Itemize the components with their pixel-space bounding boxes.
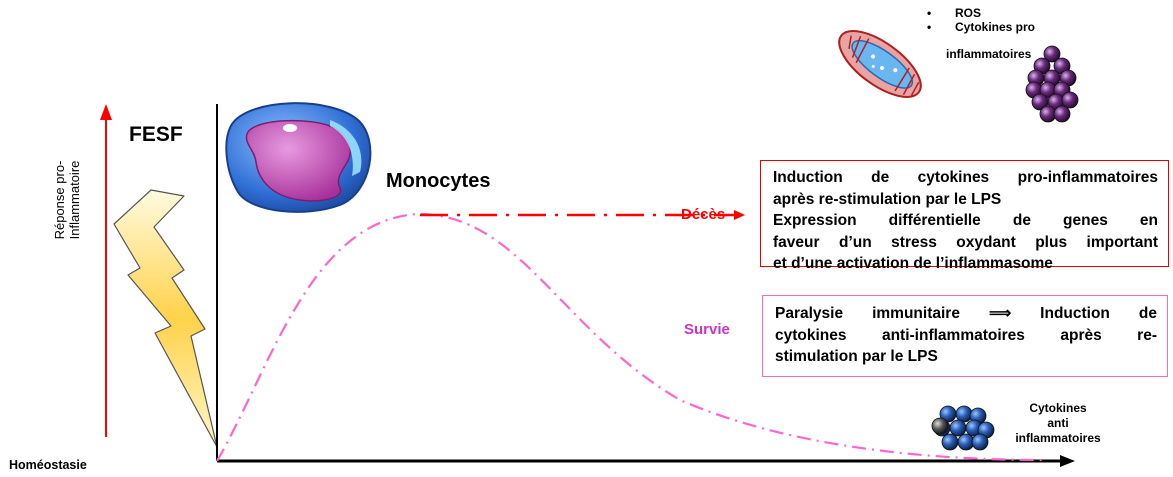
survie-box: Paralysie immunitaire ⟹ Induction de cyt… <box>762 295 1168 377</box>
y-axis-label: Réponse pro- Inflammatoire <box>52 160 82 240</box>
survie-curve <box>216 212 1046 462</box>
cytokine-ball <box>971 433 989 451</box>
survie-line-3: stimulation par le LPS <box>775 348 938 365</box>
cytokine-ball <box>1053 105 1071 123</box>
monocytes-label: Monocytes <box>386 170 491 192</box>
mitochondrion-icon <box>838 30 922 98</box>
deces-label: Décès <box>681 206 726 223</box>
deces-line-1: Induction de cytokines pro-inflammatoire… <box>773 169 1158 186</box>
deces-line-4: faveur d’un stress oxydant plus importan… <box>773 233 1158 251</box>
monocyte-cell-icon <box>225 102 372 213</box>
y-axis-arrow <box>100 104 112 437</box>
cytokine-ball <box>955 405 973 423</box>
ros-item-continuation: inflammatoires <box>946 47 1032 61</box>
homeostasis-label: Homéostasie <box>9 458 87 472</box>
anti-cytokine-cluster-icon <box>931 405 995 451</box>
cytokine-ball <box>957 433 975 451</box>
ros-item: ROS <box>927 6 1035 20</box>
cytokine-ball <box>1061 91 1079 109</box>
deces-line-3: Expression différentielle de genes en <box>773 212 1158 229</box>
time-axis <box>217 455 1075 467</box>
deces-line-2: après re-stimulation par le LPS <box>773 190 1002 208</box>
pro-cytokine-cluster-icon <box>1025 45 1079 123</box>
cytokine-ball <box>931 417 949 435</box>
fesf-label: FESF <box>129 123 183 146</box>
cytokine-ball <box>1039 105 1057 123</box>
deces-box: Induction de cytokines pro-inflammatoire… <box>760 160 1169 272</box>
ros-list: ROS Cytokines pro <box>927 6 1035 34</box>
survie-label: Survie <box>684 321 730 338</box>
survie-line-1: Paralysie immunitaire ⟹ Induction de <box>775 305 1157 322</box>
lightning-bolt-icon <box>113 189 218 448</box>
survie-line-2: cytokines anti-inflammatoires après re- <box>775 326 1157 344</box>
anti-cytokines-label: Cytokines anti inflammatoires <box>1015 401 1101 445</box>
cytokine-ball <box>1043 45 1061 63</box>
ros-item: Cytokines pro <box>927 20 1035 34</box>
deces-line-5: et d’une activation de l’inflammasome <box>773 255 1053 272</box>
cytokine-ball <box>949 419 967 437</box>
cytokine-ball <box>941 433 959 451</box>
deces-line <box>420 210 745 220</box>
